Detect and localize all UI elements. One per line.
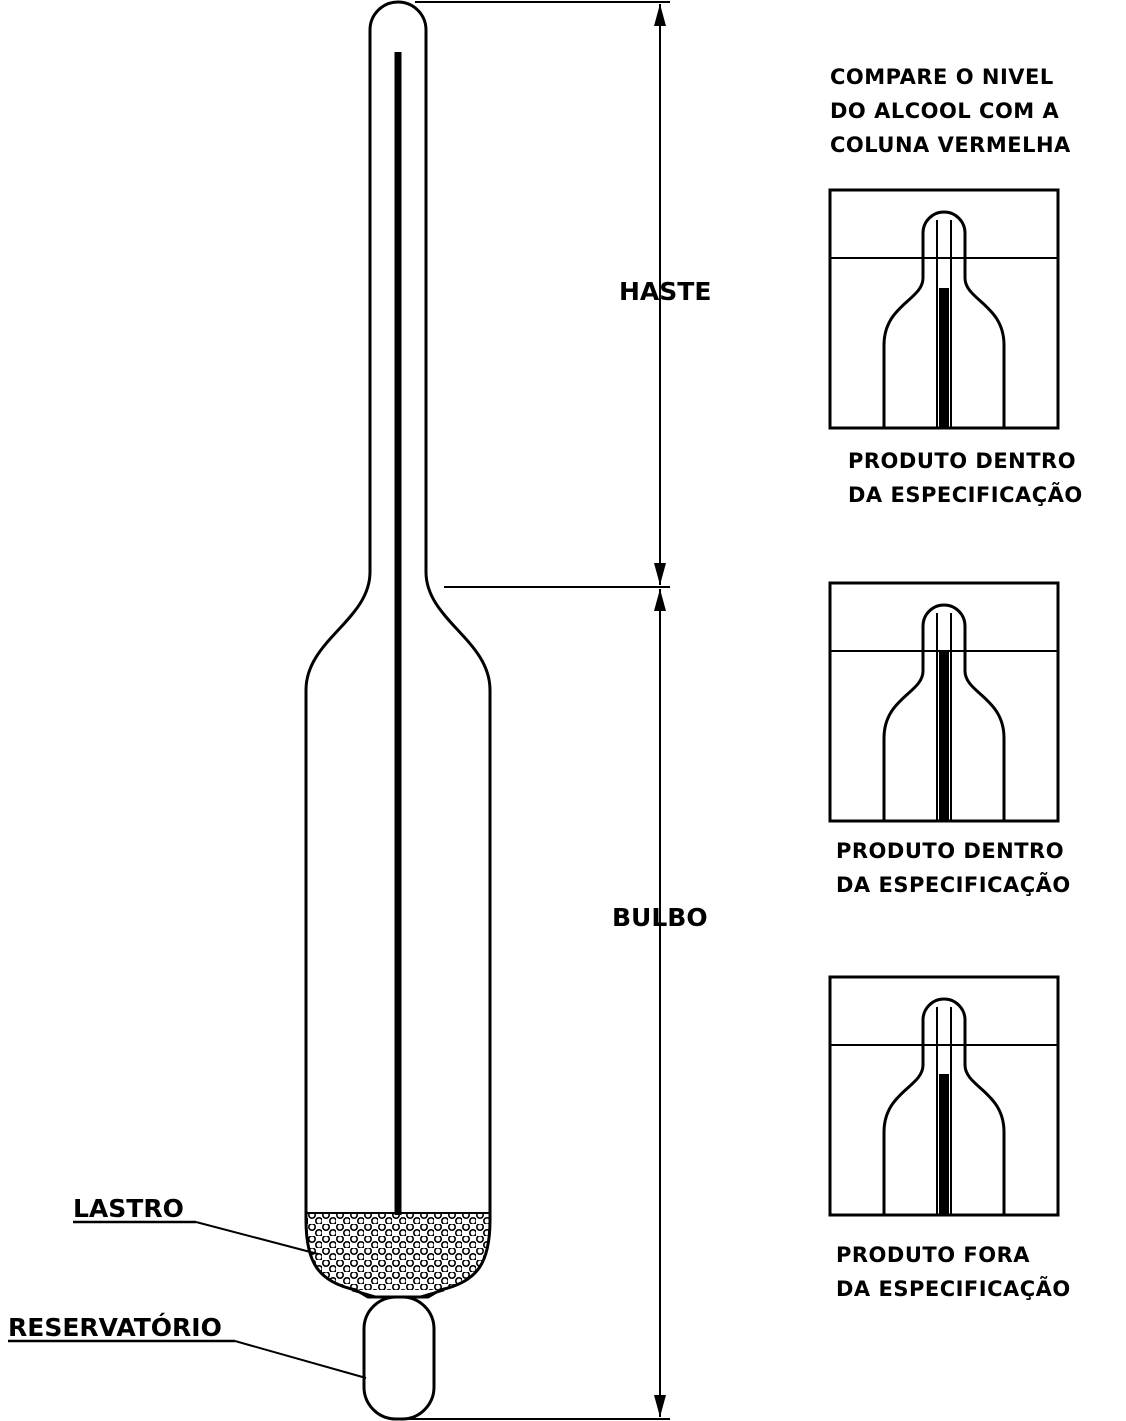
label-reservatorio: RESERVATÓRIO bbox=[8, 1312, 222, 1342]
callout-lastro: LASTRO bbox=[73, 1194, 319, 1255]
arrow-bulbo-top bbox=[654, 589, 666, 611]
panel-caption-line: DA ESPECIFICAÇÃO bbox=[848, 482, 1083, 507]
comparison-panel bbox=[828, 188, 1060, 430]
callout-reservatorio: RESERVATÓRIO bbox=[8, 1312, 367, 1379]
label-bulbo: BULBO bbox=[612, 903, 708, 932]
lastro-leader bbox=[195, 1221, 319, 1255]
reservoir-neck bbox=[351, 1288, 445, 1299]
dimension-lines bbox=[398, 1, 670, 1420]
label-lastro: LASTRO bbox=[73, 1194, 184, 1223]
instruction-line: COMPARE O NIVEL bbox=[830, 65, 1054, 89]
panel-caption-line: DA ESPECIFICAÇÃO bbox=[836, 1276, 1071, 1301]
reservoir bbox=[362, 1295, 436, 1421]
comparison-panel bbox=[828, 975, 1060, 1217]
label-haste: HASTE bbox=[619, 277, 711, 306]
instruction-line: DO ALCOOL COM A bbox=[830, 99, 1060, 123]
densimeter bbox=[304, 0, 492, 1421]
ballast-filling bbox=[306, 1213, 490, 1290]
instruction-text: COMPARE O NIVEL DO ALCOOL COM A COLUNA V… bbox=[830, 65, 1071, 157]
arrow-haste-top bbox=[654, 4, 666, 26]
panel-densimeter-outline bbox=[882, 210, 1006, 428]
panel-caption-line: PRODUTO DENTRO bbox=[836, 839, 1064, 863]
panel-densimeter-outline bbox=[882, 603, 1006, 821]
densimeter-glass-outline bbox=[304, 0, 492, 1299]
arrow-haste-bottom bbox=[654, 563, 666, 585]
panel-caption-line: PRODUTO FORA bbox=[836, 1243, 1030, 1267]
panel-caption-line: DA ESPECIFICAÇÃO bbox=[836, 872, 1071, 897]
instruction-line: COLUNA VERMELHA bbox=[830, 133, 1071, 157]
arrow-bulbo-bottom bbox=[654, 1395, 666, 1417]
comparison-panel bbox=[828, 581, 1060, 823]
panel-densimeter-outline bbox=[882, 997, 1006, 1215]
reservatorio-leader bbox=[234, 1340, 367, 1379]
panel-caption-line: PRODUTO DENTRO bbox=[848, 449, 1076, 473]
